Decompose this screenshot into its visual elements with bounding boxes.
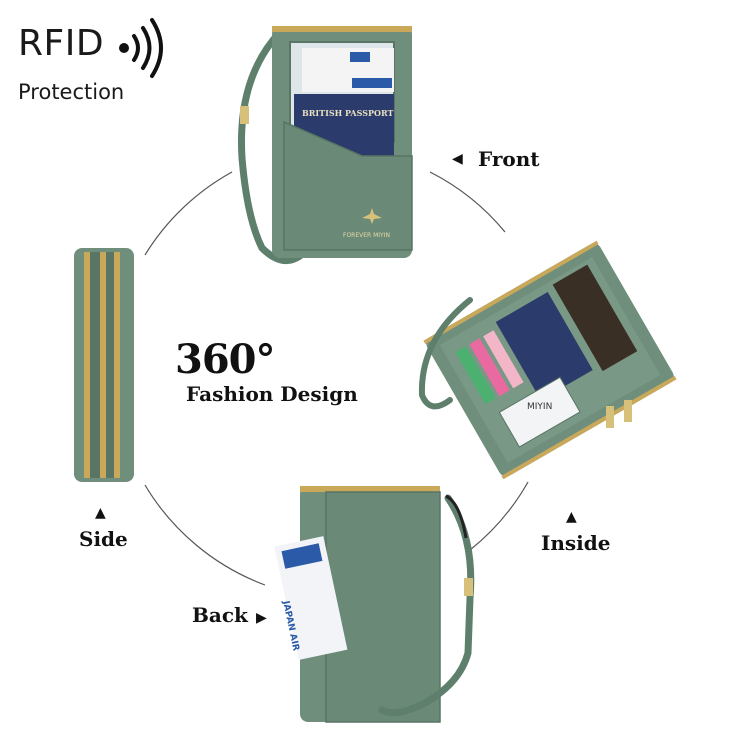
up-arrow-icon: ▲ (95, 505, 106, 521)
view-label-front: Front (478, 147, 540, 171)
rfid-subtitle: Protection (18, 80, 125, 104)
wallet-side-image (74, 248, 134, 482)
up-arrow-icon: ▲ (566, 509, 577, 525)
view-label-inside: Inside (541, 531, 611, 555)
headline-text: Fashion Design (186, 382, 358, 406)
wallet-front-image (238, 26, 413, 264)
wallet-inside-image (418, 240, 677, 480)
rfid-title: RFID (18, 23, 105, 64)
wallet-back-image (274, 486, 475, 723)
view-label-back: Back (192, 603, 248, 627)
right-arrow-icon: ▶ (256, 610, 267, 626)
passport-label: BRITISH PASSPORT (302, 108, 394, 118)
left-arrow-icon: ◀ (452, 151, 463, 167)
view-label-side: Side (79, 527, 128, 551)
brand-mark-inside: MIYIN (527, 402, 553, 412)
brand-mark-front: FOREVER MIYIN (343, 232, 390, 239)
headline-number: 360° (175, 336, 275, 383)
rfid-signal-icon (119, 18, 163, 78)
